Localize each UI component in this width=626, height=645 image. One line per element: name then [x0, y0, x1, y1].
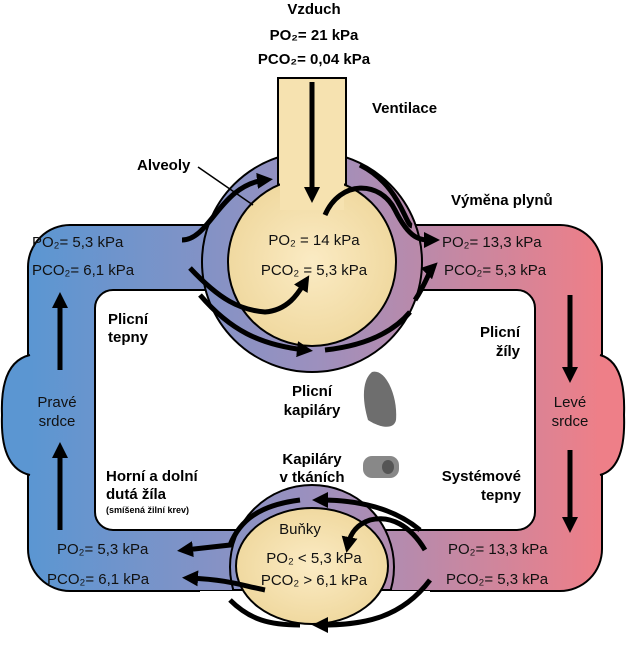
right-heart-2: srdce: [39, 413, 76, 430]
arrow-tissue-top: [311, 492, 422, 532]
arrow-tissue-bottom: [311, 578, 432, 633]
gas-exchange-label: Výměna plynů: [451, 192, 553, 209]
systemic-arteries-2: tepny: [481, 487, 522, 504]
o2-uptake-arrow: [322, 185, 441, 248]
arrow-out-top: [358, 162, 414, 229]
left-heart-bulge: [599, 354, 626, 476]
right-heart-bulge: [0, 354, 31, 476]
cell-nucleus-icon: [382, 460, 394, 474]
arrow-tissue-out-1: [177, 497, 301, 558]
right-heart-1: Pravé: [37, 394, 76, 411]
left-heart-2: srdce: [552, 413, 589, 430]
air-title: Vzduch: [287, 1, 340, 18]
alveolus: [201, 77, 423, 373]
circulation-loop: [0, 224, 626, 592]
o2-to-cells-arrow: [341, 516, 428, 553]
alveoli-label: Alveoly: [137, 157, 191, 174]
alveolus-pco2: PCO₂ = 5,3 kPa: [261, 262, 368, 279]
alveolus-po2: PO₂ = 14 kPa: [268, 232, 360, 249]
lung-icon: [363, 371, 397, 427]
systemic-in-pco2: PCO₂= 5,3 kPa: [446, 571, 549, 588]
cells-title: Buňky: [279, 521, 321, 538]
ventilation-label: Ventilace: [372, 100, 437, 117]
pulmonary-in-pco2: PCO₂= 6,1 kPa: [32, 262, 135, 279]
pulmonary-out-pco2: PCO₂= 5,3 kPa: [444, 262, 547, 279]
vena-cava-1: Horní a dolní: [106, 468, 198, 485]
flow-arrows: [51, 82, 579, 633]
systemic-in-po2: PO₂= 13,3 kPa: [448, 541, 548, 558]
pulmonary-out-po2: PO₂= 13,3 kPa: [442, 234, 542, 251]
alveoli-pointer: [197, 166, 254, 206]
arrow-bottom-lung-2: [324, 310, 412, 353]
vena-cava-2: dutá žíla: [106, 486, 167, 503]
pulmonary-in-po2: PO₂= 5,3 kPa: [32, 234, 124, 251]
tissue-capillaries-2: v tkáních: [279, 469, 344, 486]
systemic-arteries-1: Systémové: [442, 468, 521, 485]
pulmonary-veins-1: Plicní: [480, 324, 521, 341]
cells-pco2: PCO₂ > 6,1 kPa: [261, 572, 368, 589]
arrow-bottom-lung: [198, 293, 313, 358]
tissue-capillaries-1: Kapiláry: [282, 451, 342, 468]
pulmonary-arteries-1: Plicní: [108, 311, 149, 328]
air-pco2: PCO₂= 0,04 kPa: [258, 51, 371, 68]
pulmonary-capillaries-2: kapiláry: [284, 402, 341, 419]
pulmonary-capillaries-1: Plicní: [292, 383, 333, 400]
air-po2: PO₂= 21 kPa: [270, 27, 359, 44]
left-heart-1: Levé: [554, 394, 587, 411]
vena-cava-note: (smíšená žilní krev): [106, 505, 189, 515]
arrow-out-bottom: [412, 262, 438, 302]
arrow-tissue-out-2: [182, 570, 266, 593]
tissue-cells: [200, 484, 430, 645]
systemic-out-po2: PO₂= 5,3 kPa: [57, 541, 149, 558]
arrow-in-top: [181, 172, 273, 243]
systemic-out-pco2: PCO₂= 6,1 kPa: [47, 571, 150, 588]
co2-release-arrow: [188, 266, 310, 315]
pulmonary-arteries-2: tepny: [108, 329, 149, 346]
pulmonary-veins-2: žíly: [496, 343, 521, 360]
arrow-tissue-bottom-2: [228, 598, 301, 628]
cells-po2: PO₂ < 5,3 kPa: [266, 550, 362, 567]
